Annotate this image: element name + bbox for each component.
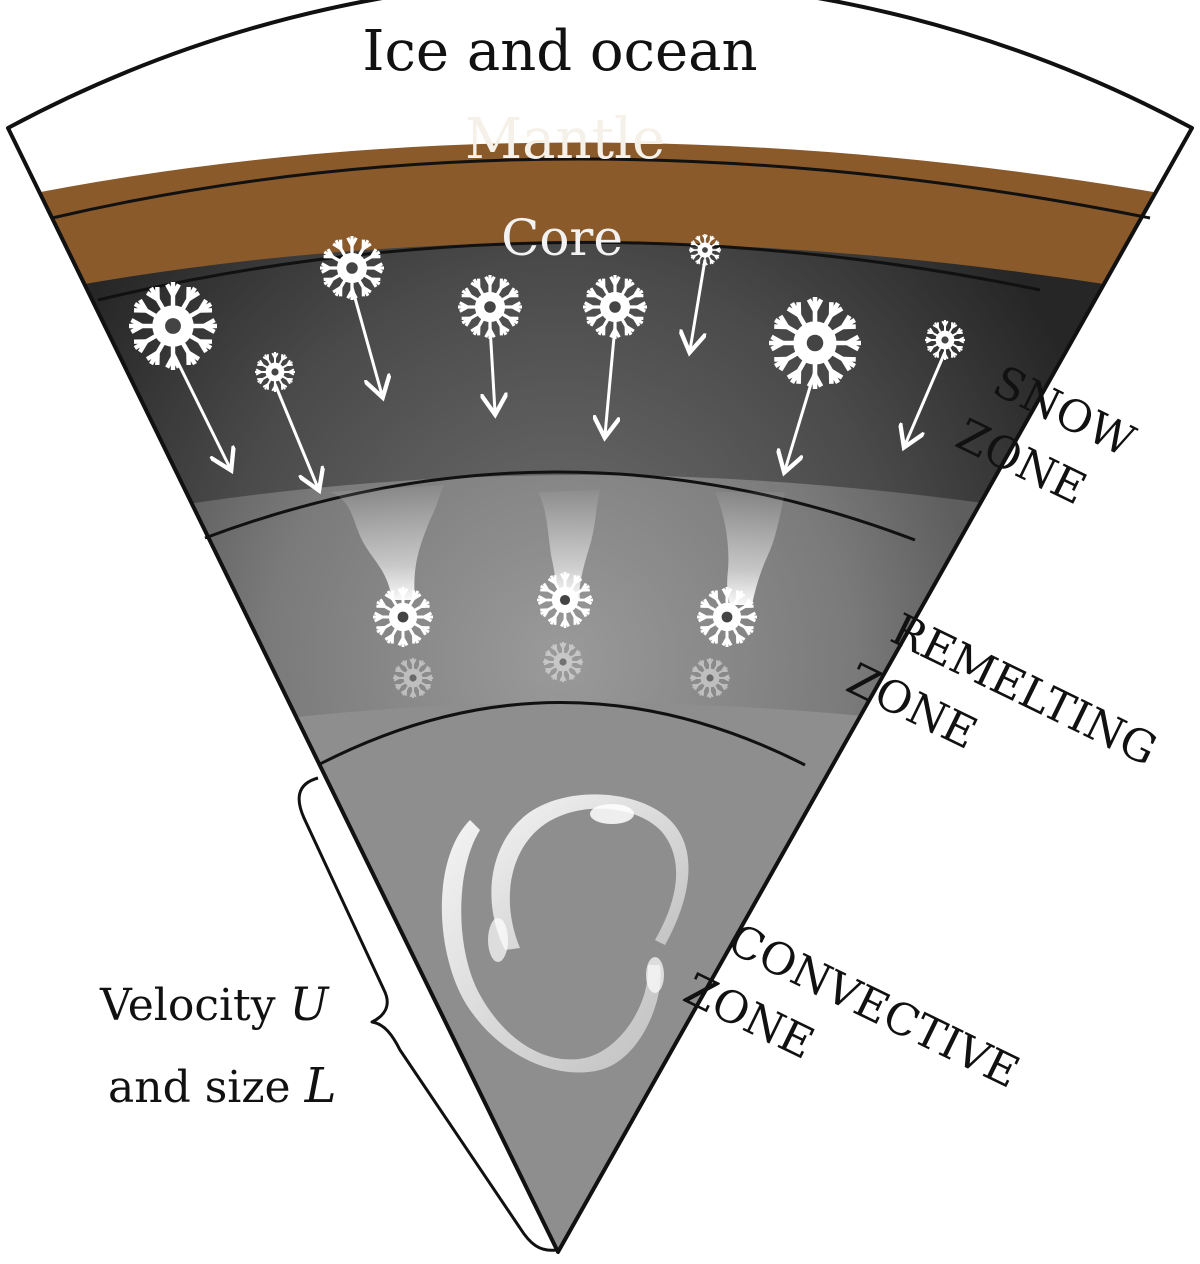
convective-brace [297, 776, 557, 1252]
size-label-text: and size [108, 1062, 305, 1113]
falling-snowflake-2 [255, 352, 295, 392]
ice-ocean-label: Ice and ocean [362, 19, 757, 84]
remelting-snowflake-2 [537, 572, 593, 628]
falling-snowflake-8 [925, 320, 965, 360]
dissolving-snowflake-3 [690, 658, 730, 698]
falling-snowflake-3 [320, 236, 384, 300]
remelting-snowflake-3 [697, 587, 757, 647]
core-label: Core [501, 209, 623, 267]
size-label: and size L [108, 1058, 336, 1114]
wedge-outline [6, 0, 1194, 1254]
falling-snowflake-6 [689, 234, 721, 266]
fall-arrow-1 [171, 351, 230, 468]
convection-swirl [441, 794, 689, 1073]
falling-snowflake-1 [129, 282, 217, 370]
fall-arrow-3 [350, 286, 382, 395]
velocity-label-text: Velocity [99, 980, 290, 1031]
mantle-label: Mantle [465, 107, 665, 172]
mantle-core-boundary [97, 240, 1041, 302]
velocity-label: Velocity U [99, 977, 331, 1031]
falling-snowflake-4 [458, 275, 522, 339]
falling-snowflakes [129, 234, 965, 488]
snow-remelting-boundary [204, 470, 916, 542]
dissolving-snowflake-2 [543, 642, 583, 682]
fall-arrow-2 [273, 383, 318, 488]
swirl-head-left [488, 918, 508, 962]
falling-snowflake-5 [583, 275, 647, 339]
melting-snowflakes [373, 572, 757, 698]
plume-left [330, 485, 445, 600]
size-symbol: L [304, 1058, 337, 1114]
fall-arrow-6 [690, 259, 707, 350]
layer-boundaries [51, 157, 1151, 767]
convective-zone-label: CONVECTIVE ZONE [676, 914, 1027, 1099]
plume-center [538, 490, 600, 600]
ice-ocean-region [8, 0, 1192, 200]
fall-arrow-7 [785, 370, 817, 470]
fall-arrow-5 [605, 326, 615, 435]
swirl-arc-upper [491, 794, 689, 950]
dissolving-snowflake-1 [393, 658, 433, 698]
falling-snowflake-7 [769, 297, 861, 389]
swirl-head-top [590, 804, 634, 824]
remelting-snowflake-1 [373, 587, 433, 647]
swirl-arc-left [441, 820, 661, 1073]
ice-mantle-boundary [51, 157, 1151, 220]
remelting-convective-boundary [317, 701, 806, 767]
plume-right [715, 492, 785, 605]
swirl-head-right [646, 957, 664, 993]
fall-arrow-4 [490, 326, 495, 412]
velocity-symbol: U [290, 977, 331, 1031]
fall-arrow-8 [905, 351, 947, 445]
remelting-plumes [330, 485, 785, 605]
